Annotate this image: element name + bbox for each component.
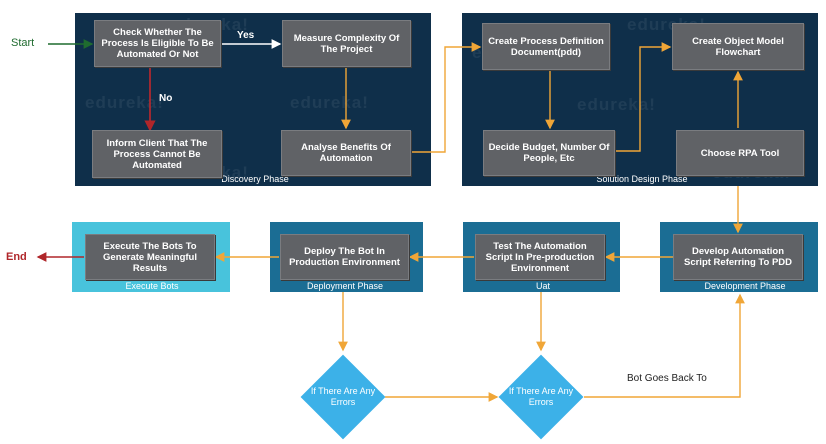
- analyse-benefits-box: Analyse Benefits Of Automation: [281, 130, 411, 176]
- check-eligible-box: Check Whether The Process Is Eligible To…: [94, 20, 221, 67]
- analyse-to-pdd: [411, 42, 482, 153]
- deployment-phase-label: Deployment Phase: [306, 281, 384, 291]
- inform-client-box: Inform Client That The Process Cannot Be…: [92, 130, 222, 178]
- budget-to-object-model: [615, 42, 672, 152]
- create-object-model-box: Create Object Model Flowchart: [672, 23, 804, 70]
- choose-rpa-tool-box: Choose RPA Tool: [676, 130, 804, 176]
- deploy-bot-box: Deploy The Bot In Production Environment: [280, 234, 409, 280]
- uat-label: Uat: [535, 281, 550, 291]
- yes-label: Yes: [237, 30, 255, 41]
- start-label: Start: [11, 37, 35, 49]
- decision-text-2: If There Are Any Errors: [508, 386, 574, 407]
- measure-complexity-box: Measure Complexity Of The Project: [282, 20, 411, 67]
- decision-text-1: If There Are Any Errors: [310, 386, 376, 407]
- no-label: No: [159, 93, 173, 104]
- execute-bots-label: Execute Bots: [125, 281, 179, 291]
- decision2-to-develop: [584, 293, 745, 398]
- development-phase-label: Development Phase: [704, 281, 786, 291]
- test-script-box: Test The Automation Script In Pre-produc…: [475, 234, 605, 280]
- end-label: End: [6, 251, 27, 263]
- bot-goes-back-label: Bot Goes Back To: [627, 373, 707, 384]
- create-pdd-box: Create Process Definition Document(pdd): [482, 23, 610, 70]
- decide-budget-box: Decide Budget, Number Of People, Etc: [483, 130, 615, 176]
- execute-bots-box: Execute The Bots To Generate Meaningful …: [85, 234, 215, 280]
- discovery-phase-label: Discovery Phase: [221, 174, 289, 184]
- develop-script-box: Develop Automation Script Referring To P…: [673, 234, 803, 280]
- solution-design-phase-label: Solution Design Phase: [596, 174, 688, 184]
